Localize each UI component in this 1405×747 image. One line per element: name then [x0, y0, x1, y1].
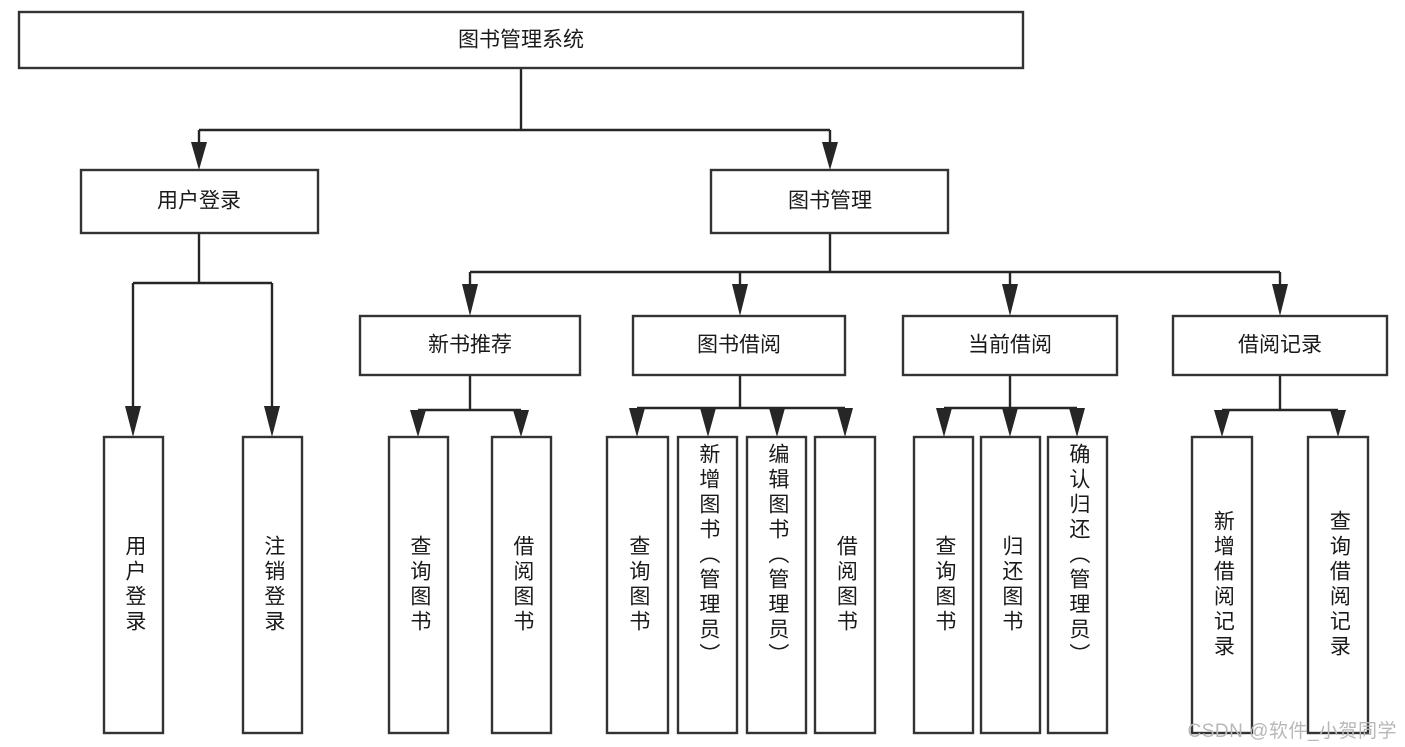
leaf-book-borrow-1-box[interactable]	[605, 435, 670, 735]
arrow-bb-child-3	[769, 408, 785, 437]
node-user-login[interactable]: 用户登录	[79, 168, 320, 235]
node-current-borrow[interactable]: 当前借阅	[901, 314, 1119, 377]
arrow-to-user-login	[191, 142, 207, 170]
leaf-group-borrow-record	[1190, 435, 1370, 735]
arrow-ul-child-2	[264, 406, 280, 437]
node-book-borrow-box[interactable]	[631, 314, 847, 377]
arrow-bm-child-1	[462, 284, 478, 316]
node-new-book-recommend-box[interactable]	[358, 314, 582, 377]
connector-group-root	[191, 68, 838, 170]
arrow-bm-child-2	[732, 284, 748, 316]
leaf-group-current-borrow	[912, 435, 1109, 735]
arrow-bb-child-2	[700, 408, 716, 437]
arrow-nb-child-1	[410, 410, 426, 437]
node-book-management-label: 图书管理	[788, 190, 872, 213]
arrow-bb-child-1	[629, 408, 645, 437]
node-book-borrow[interactable]: 图书借阅	[631, 314, 847, 377]
leaf-current-borrow-3-box[interactable]	[1046, 435, 1109, 735]
node-new-book-recommend-label: 新书推荐	[428, 334, 512, 357]
node-root-label: 图书管理系统	[458, 29, 584, 52]
arrow-bm-child-4	[1272, 284, 1288, 316]
leaf-new-book-1-box[interactable]	[387, 435, 450, 735]
connector-group-new-book	[410, 375, 529, 437]
arrow-bb-child-4	[837, 408, 853, 437]
leaf-borrow-record-2-box[interactable]	[1306, 435, 1370, 735]
arrow-nb-child-2	[513, 410, 529, 437]
arrow-br-child-1	[1214, 410, 1230, 437]
connector-group-user-login	[125, 233, 280, 437]
leaf-new-book-2-box[interactable]	[490, 435, 553, 735]
node-user-login-box[interactable]	[79, 168, 320, 235]
leaf-current-borrow-2-box[interactable]	[979, 435, 1042, 735]
leaf-borrow-record-1-box[interactable]	[1190, 435, 1254, 735]
connector-group-borrow-record	[1214, 375, 1346, 437]
leaf-group-user-login	[102, 435, 304, 735]
arrow-cb-child-1	[936, 408, 952, 437]
arrow-br-child-2	[1330, 410, 1346, 437]
node-book-borrow-label: 图书借阅	[697, 334, 781, 357]
leaf-book-borrow-2-box[interactable]	[676, 435, 739, 735]
arrow-to-book-mgmt	[822, 142, 838, 170]
node-book-management-box[interactable]	[709, 168, 950, 235]
node-borrow-record[interactable]: 借阅记录	[1171, 314, 1389, 377]
leaf-user-login-2-box[interactable]	[241, 435, 304, 735]
connector-group-book-borrow	[629, 375, 853, 437]
connector-group-current-borrow	[936, 375, 1085, 437]
arrow-cb-child-3	[1069, 408, 1085, 437]
leaf-book-borrow-3-box[interactable]	[745, 435, 808, 735]
arrow-cb-child-2	[1002, 408, 1018, 437]
arrow-bm-child-3	[1002, 284, 1018, 316]
leaf-group-new-book	[387, 435, 553, 735]
leaf-book-borrow-4-box[interactable]	[813, 435, 877, 735]
watermark: CSDN @软件_小贺同学	[1187, 721, 1397, 742]
arrow-ul-child-1	[125, 406, 141, 437]
node-borrow-record-label: 借阅记录	[1238, 334, 1322, 357]
connector-group-book-mgmt	[462, 233, 1288, 316]
node-borrow-record-box[interactable]	[1171, 314, 1389, 377]
node-user-login-label: 用户登录	[157, 190, 241, 213]
leaf-user-login-1-box[interactable]	[102, 435, 165, 735]
leaf-group-book-borrow	[605, 435, 877, 735]
leaf-current-borrow-1-box[interactable]	[912, 435, 975, 735]
node-book-management[interactable]: 图书管理	[709, 168, 950, 235]
node-root[interactable]: 图书管理系统	[17, 10, 1025, 70]
node-current-borrow-label: 当前借阅	[968, 334, 1052, 357]
node-current-borrow-box[interactable]	[901, 314, 1119, 377]
node-new-book-recommend[interactable]: 新书推荐	[358, 314, 582, 377]
node-root-box[interactable]	[17, 10, 1025, 70]
